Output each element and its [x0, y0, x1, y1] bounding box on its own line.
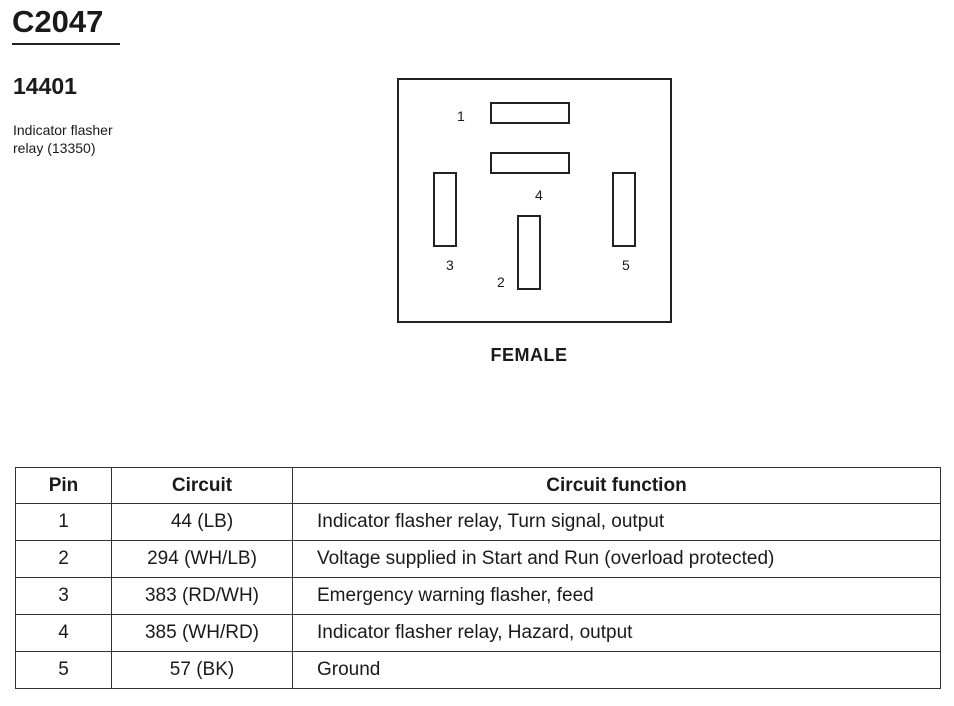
header-circuit: Circuit: [111, 467, 293, 504]
cell-function: Indicator flasher relay, Hazard, output: [292, 614, 941, 652]
connector-id-underline: [12, 43, 120, 45]
pin-1-label: 1: [457, 108, 465, 124]
table-row: 3 383 (RD/WH) Emergency warning flasher,…: [15, 577, 941, 615]
table-row: 2 294 (WH/LB) Voltage supplied in Start …: [15, 540, 941, 578]
pin-4-label: 4: [535, 187, 543, 203]
cell-function: Voltage supplied in Start and Run (overl…: [292, 540, 941, 578]
description-line-1: Indicator flasher: [13, 122, 113, 138]
pin-3-label: 3: [446, 257, 454, 273]
header-circuit-function: Circuit function: [292, 467, 941, 504]
cell-circuit: 44 (LB): [111, 503, 293, 541]
pin-4-terminal: [490, 152, 570, 174]
cell-pin: 1: [15, 503, 112, 541]
connector-id: C2047: [12, 4, 104, 39]
cell-function: Ground: [292, 651, 941, 689]
cell-pin: 2: [15, 540, 112, 578]
cell-pin: 3: [15, 577, 112, 615]
connector-description: Indicator flasher relay (13350): [13, 121, 173, 157]
cell-pin: 4: [15, 614, 112, 652]
pin-circuit-table: Pin Circuit Circuit function 1 44 (LB) I…: [15, 467, 941, 689]
pin-2-terminal: [517, 215, 541, 290]
pin-2-label: 2: [497, 274, 505, 290]
cell-function: Indicator flasher relay, Turn signal, ou…: [292, 503, 941, 541]
table-header-row: Pin Circuit Circuit function: [15, 467, 941, 504]
cell-circuit: 385 (WH/RD): [111, 614, 293, 652]
pin-5-label: 5: [622, 257, 630, 273]
connector-gender-label: FEMALE: [491, 345, 568, 365]
description-line-2: relay (13350): [13, 140, 96, 156]
pin-1-terminal: [490, 102, 570, 124]
connector-housing: [397, 78, 672, 323]
table-row: 1 44 (LB) Indicator flasher relay, Turn …: [15, 503, 941, 541]
pin-5-terminal: [612, 172, 636, 247]
header-pin: Pin: [15, 467, 112, 504]
pin-3-terminal: [433, 172, 457, 247]
cell-function: Emergency warning flasher, feed: [292, 577, 941, 615]
cell-circuit: 57 (BK): [111, 651, 293, 689]
cell-pin: 5: [15, 651, 112, 689]
cell-circuit: 383 (RD/WH): [111, 577, 293, 615]
cell-circuit: 294 (WH/LB): [111, 540, 293, 578]
part-number: 14401: [13, 73, 77, 99]
table-row: 5 57 (BK) Ground: [15, 651, 941, 689]
connector-face-diagram: 1 4 3 2 5 FEMALE: [397, 78, 672, 365]
table-row: 4 385 (WH/RD) Indicator flasher relay, H…: [15, 614, 941, 652]
